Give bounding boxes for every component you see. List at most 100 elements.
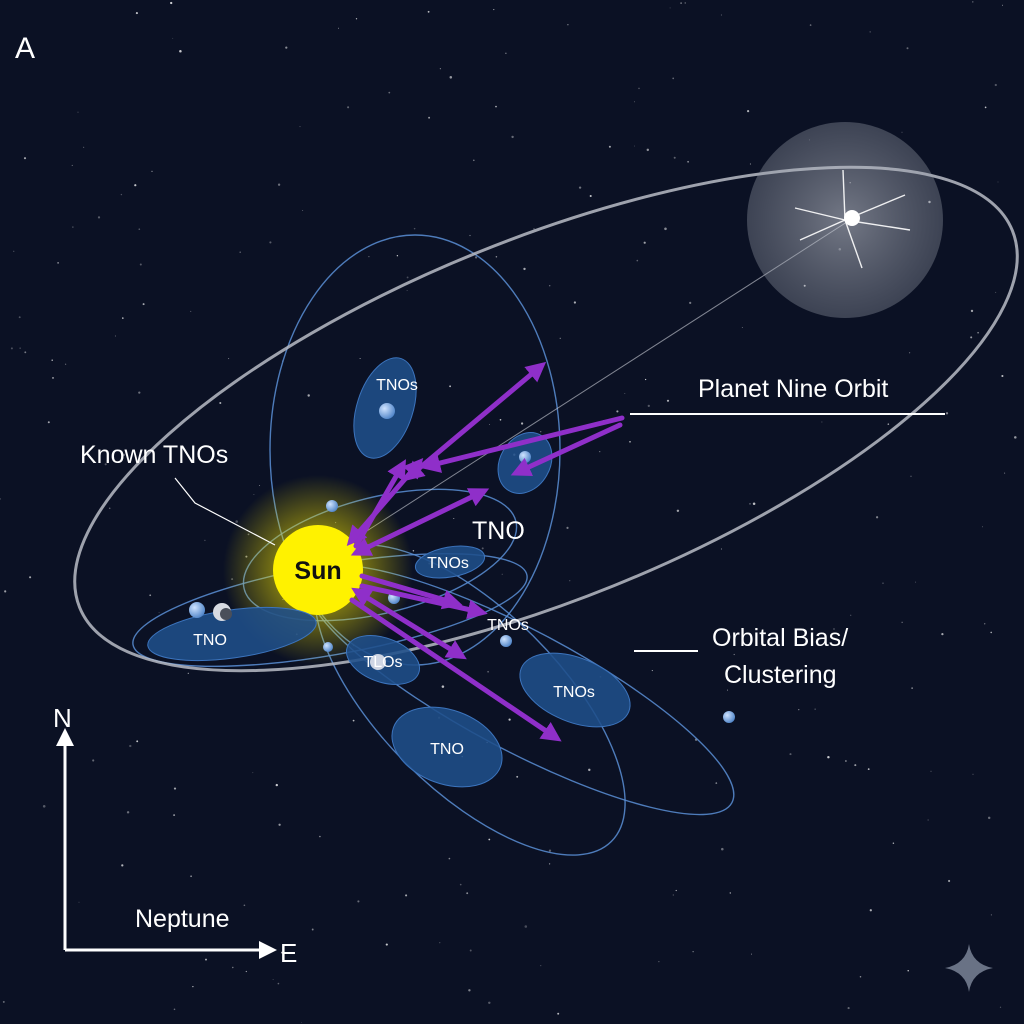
star	[977, 331, 979, 334]
cluster-label-tnos-right: TNOs	[553, 684, 595, 701]
star	[651, 670, 653, 672]
star	[997, 181, 999, 183]
star	[567, 24, 569, 26]
star	[359, 358, 361, 359]
star	[459, 883, 462, 886]
star	[569, 580, 571, 582]
star	[405, 894, 408, 897]
star	[847, 1007, 850, 1010]
star	[427, 10, 430, 13]
star	[987, 816, 991, 820]
star	[449, 76, 453, 79]
star	[749, 503, 751, 505]
star	[910, 475, 912, 478]
star	[672, 77, 675, 80]
star	[495, 105, 497, 108]
star	[559, 337, 561, 339]
star	[647, 404, 650, 408]
star	[911, 687, 913, 689]
star	[388, 91, 391, 94]
star	[355, 18, 358, 20]
star	[142, 303, 145, 306]
star	[97, 216, 101, 219]
star	[629, 440, 631, 443]
star	[692, 951, 694, 953]
star	[439, 68, 441, 70]
star	[875, 516, 879, 519]
star	[302, 209, 304, 211]
star	[658, 961, 660, 963]
star	[428, 116, 431, 119]
star	[83, 146, 85, 148]
star	[727, 689, 729, 691]
cluster-tno-bottom	[391, 706, 503, 788]
star	[505, 52, 507, 54]
star	[972, 1, 974, 3]
star	[453, 518, 455, 519]
star	[190, 310, 192, 312]
star	[92, 759, 95, 762]
star	[524, 925, 528, 928]
star	[990, 631, 993, 634]
star	[666, 399, 670, 402]
star	[869, 31, 871, 33]
star	[907, 969, 909, 972]
star	[945, 412, 949, 415]
star	[72, 226, 74, 228]
star	[277, 982, 280, 985]
star	[187, 672, 189, 674]
star	[448, 857, 451, 860]
star	[285, 46, 288, 49]
star	[179, 50, 182, 53]
compass	[56, 728, 277, 959]
star	[278, 823, 281, 826]
star	[301, 1022, 302, 1023]
star	[599, 451, 601, 453]
sun-label: Sun	[294, 557, 341, 585]
star	[19, 347, 21, 349]
star	[687, 160, 689, 163]
star	[449, 385, 451, 388]
star	[672, 894, 674, 896]
star	[192, 985, 194, 988]
star	[170, 1, 173, 5]
star	[245, 970, 247, 973]
star	[634, 101, 635, 103]
star	[136, 740, 139, 743]
arrow	[510, 422, 623, 477]
star	[173, 814, 176, 817]
star	[624, 393, 626, 394]
star	[906, 47, 909, 50]
cluster-label-tno-bottom: TNO	[430, 741, 464, 758]
star	[495, 255, 498, 258]
star	[311, 928, 314, 931]
star	[540, 965, 542, 967]
star	[833, 628, 835, 630]
star	[747, 110, 750, 113]
star	[190, 875, 192, 878]
star	[469, 234, 471, 237]
star	[948, 879, 951, 883]
star	[638, 87, 640, 90]
cluster-label-tnos-garbled: TLOs	[363, 654, 402, 671]
star	[1001, 374, 1004, 378]
star	[252, 772, 254, 774]
star	[715, 782, 718, 784]
star	[636, 259, 639, 262]
star	[149, 594, 152, 597]
star	[850, 614, 852, 616]
cluster-tnos-right	[519, 652, 631, 728]
star	[540, 431, 542, 433]
star	[243, 904, 246, 907]
star	[129, 744, 132, 748]
panel-label: A	[15, 32, 35, 65]
star	[151, 170, 153, 173]
star	[908, 352, 911, 354]
arrow	[350, 488, 490, 556]
star	[749, 163, 751, 165]
star	[406, 290, 408, 291]
star	[809, 24, 812, 26]
